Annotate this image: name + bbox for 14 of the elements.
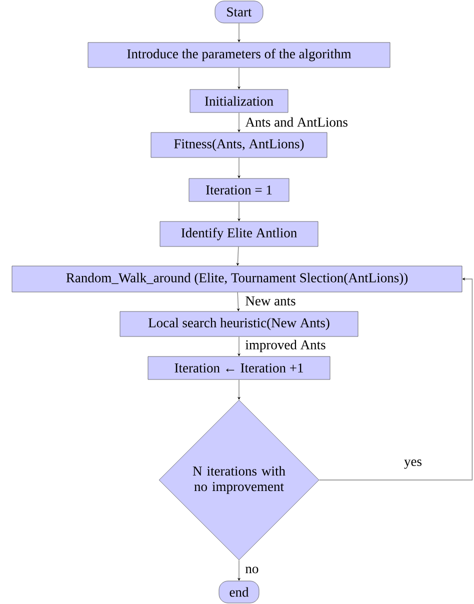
edge-label: Ants and AntLions [245, 117, 348, 127]
terminal-oval: end [218, 580, 260, 604]
process-box: Introduce the parameters of the algorithm [88, 42, 390, 68]
process-box: Random_Walk_around (Elite, Tournament Slection(AntLions)) [12, 266, 462, 292]
edge-label: improved Ants [245, 340, 326, 352]
edge-label: New ants [246, 296, 296, 306]
process-box: Iteration = 1 [188, 178, 290, 202]
process-box: Iteration ← Iteration +1 [148, 356, 330, 380]
process-box: Fitness(Ants, AntLions) [150, 132, 328, 158]
process-box: Local search heuristic(New Ants) [120, 311, 358, 337]
edge-label: yes [404, 460, 422, 469]
process-box: Identify Elite Antlion [160, 221, 318, 247]
edge-label: no [246, 566, 258, 574]
process-box: Initialization [190, 89, 288, 113]
